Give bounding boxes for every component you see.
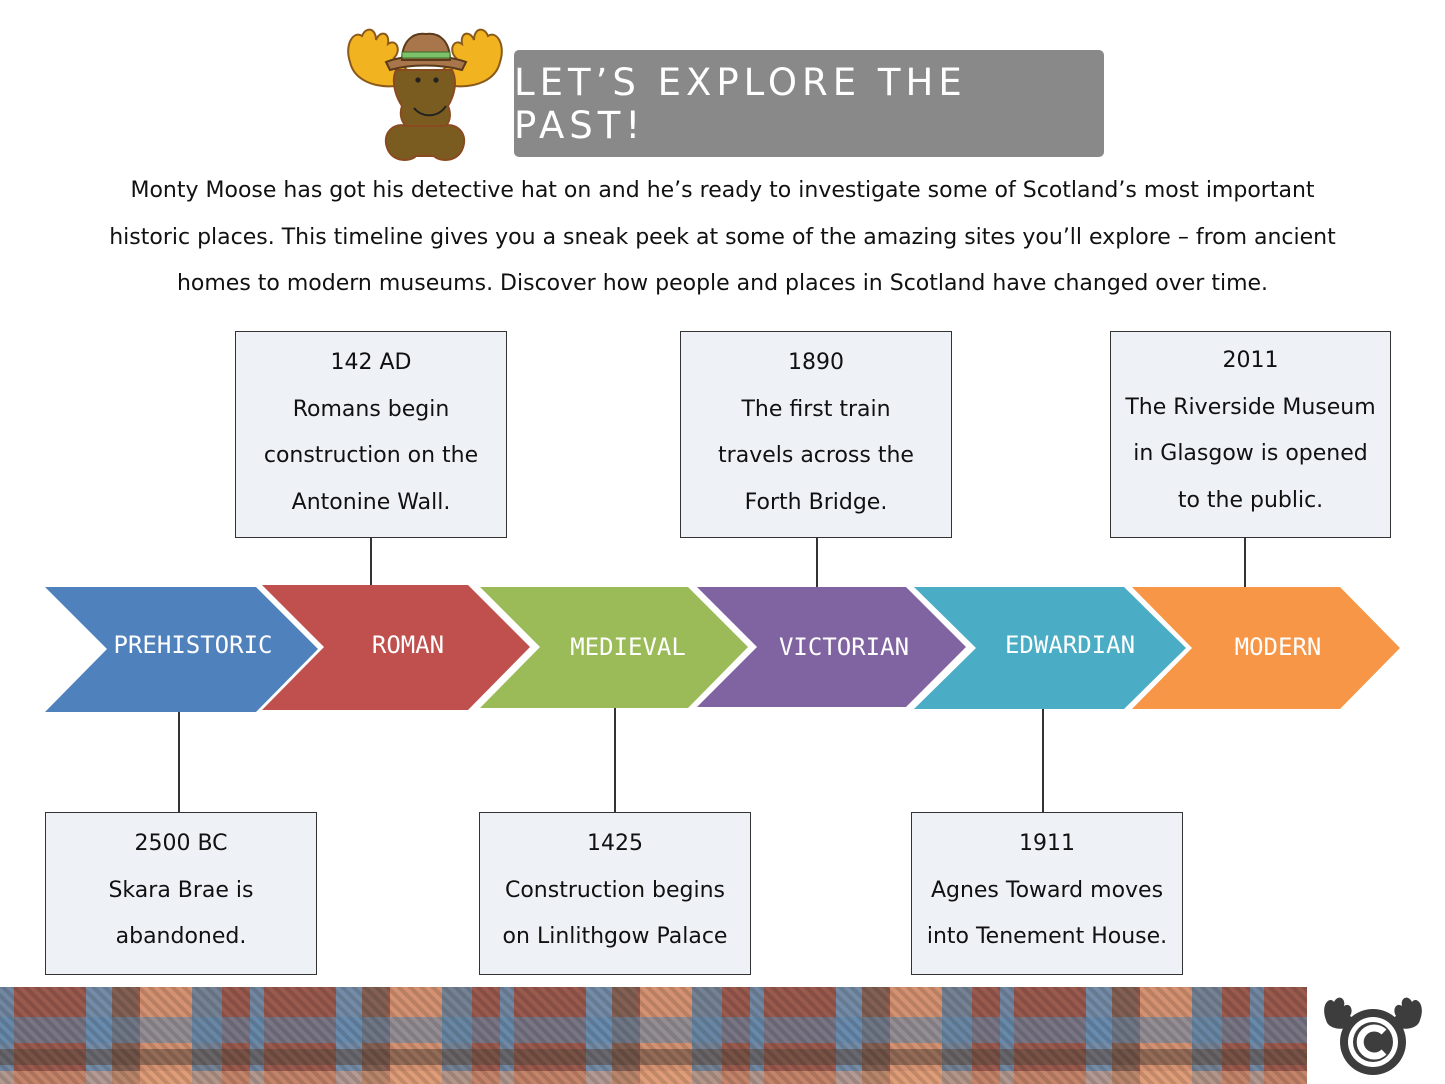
- event-box-prehistoric: 2500 BC Skara Brae is abandoned.: [45, 812, 317, 975]
- tartan-strip: [0, 987, 1307, 1084]
- moose-mascot-icon: [347, 28, 503, 161]
- event-year: 1890: [788, 350, 844, 375]
- connector-victorian: [816, 537, 818, 587]
- event-year: 142 AD: [330, 350, 412, 375]
- event-box-roman: 142 AD Romans begin construction on the …: [235, 331, 507, 538]
- event-text: on Linlithgow Palace: [502, 924, 728, 949]
- event-year: 1911: [1019, 831, 1075, 856]
- event-text: to the public.: [1177, 487, 1324, 513]
- event-text: The Riverside Museum: [1125, 394, 1376, 420]
- intro-line: historic places. This timeline gives you…: [109, 224, 1336, 250]
- event-text: Construction begins: [504, 877, 726, 903]
- intro-line: homes to modern museums. Discover how pe…: [176, 271, 1269, 296]
- event-text: abandoned.: [115, 924, 247, 949]
- era-label-victorian: VICTORIAN: [778, 633, 910, 661]
- event-text: construction on the: [263, 443, 479, 468]
- event-box-modern: 2011 The Riverside Museum in Glasgow is …: [1110, 331, 1391, 538]
- event-text: Agnes Toward moves: [930, 877, 1164, 903]
- connector-modern: [1244, 537, 1246, 587]
- era-label-prehistoric: PREHISTORIC: [113, 631, 273, 659]
- event-box-medieval: 1425 Construction begins on Linlithgow P…: [479, 812, 751, 975]
- moose-copyright-icon: [1324, 997, 1422, 1075]
- connector-edwardian: [1042, 709, 1044, 812]
- event-text: travels across the: [718, 443, 914, 468]
- event-text: Skara Brae is: [108, 877, 254, 903]
- event-text: Forth Bridge.: [744, 489, 888, 515]
- title-banner: LET’S EXPLORE THE PAST!: [514, 50, 1104, 157]
- era-label-medieval: MEDIEVAL: [570, 633, 686, 661]
- event-box-victorian: 1890 The first train travels across the …: [680, 331, 952, 538]
- era-label-roman: ROMAN: [371, 631, 445, 659]
- event-text: into Tenement House.: [926, 924, 1168, 949]
- intro-paragraph: Monty Moose has got his detective hat on…: [60, 168, 1385, 308]
- connector-medieval: [614, 708, 616, 812]
- era-label-edwardian: EDWARDIAN: [1004, 631, 1136, 659]
- event-text: Romans begin: [292, 396, 450, 422]
- event-text: Antonine Wall.: [291, 489, 451, 515]
- event-text: The first train: [741, 396, 891, 422]
- intro-line: Monty Moose has got his detective hat on…: [130, 178, 1315, 203]
- event-box-edwardian: 1911 Agnes Toward moves into Tenement Ho…: [911, 812, 1183, 975]
- event-year: 2500 BC: [134, 831, 228, 856]
- event-year: 2011: [1222, 348, 1279, 373]
- connector-prehistoric: [178, 712, 180, 812]
- event-text: in Glasgow is opened: [1133, 441, 1368, 466]
- page-title: LET’S EXPLORE THE PAST!: [514, 60, 967, 147]
- event-year: 1425: [587, 831, 643, 856]
- era-label-modern: MODERN: [1234, 633, 1322, 661]
- connector-roman: [370, 537, 372, 585]
